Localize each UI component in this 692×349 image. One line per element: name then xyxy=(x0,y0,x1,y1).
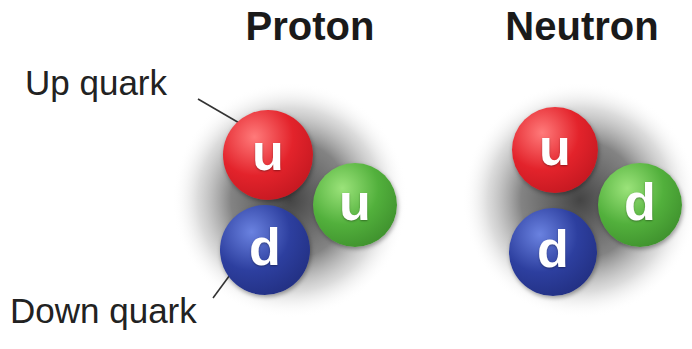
quark-letter: u xyxy=(539,121,571,173)
quark-ball: d xyxy=(598,163,682,247)
leader-line xyxy=(198,99,241,124)
quark-letter: d xyxy=(537,223,569,275)
quark-label: Up quark xyxy=(25,64,167,103)
particle-group: Protonuud xyxy=(185,0,435,340)
quark-letter: u xyxy=(339,176,371,228)
quark-letter: u xyxy=(252,126,284,178)
quark-ball: u xyxy=(223,110,313,200)
quark-ball: u xyxy=(313,163,397,247)
glow-disc xyxy=(462,82,692,318)
particle-group: Neutronudd xyxy=(472,0,692,340)
quark-ball: d xyxy=(220,205,310,295)
quark-label: Down quark xyxy=(10,292,197,331)
glow-disc xyxy=(172,82,408,318)
quark-ball: d xyxy=(509,208,597,296)
quark-letter: d xyxy=(249,221,281,273)
quark-letter: d xyxy=(624,176,656,228)
particle-name: Neutron xyxy=(472,0,692,48)
quark-ball: u xyxy=(512,107,598,193)
particle-name: Proton xyxy=(185,0,435,48)
